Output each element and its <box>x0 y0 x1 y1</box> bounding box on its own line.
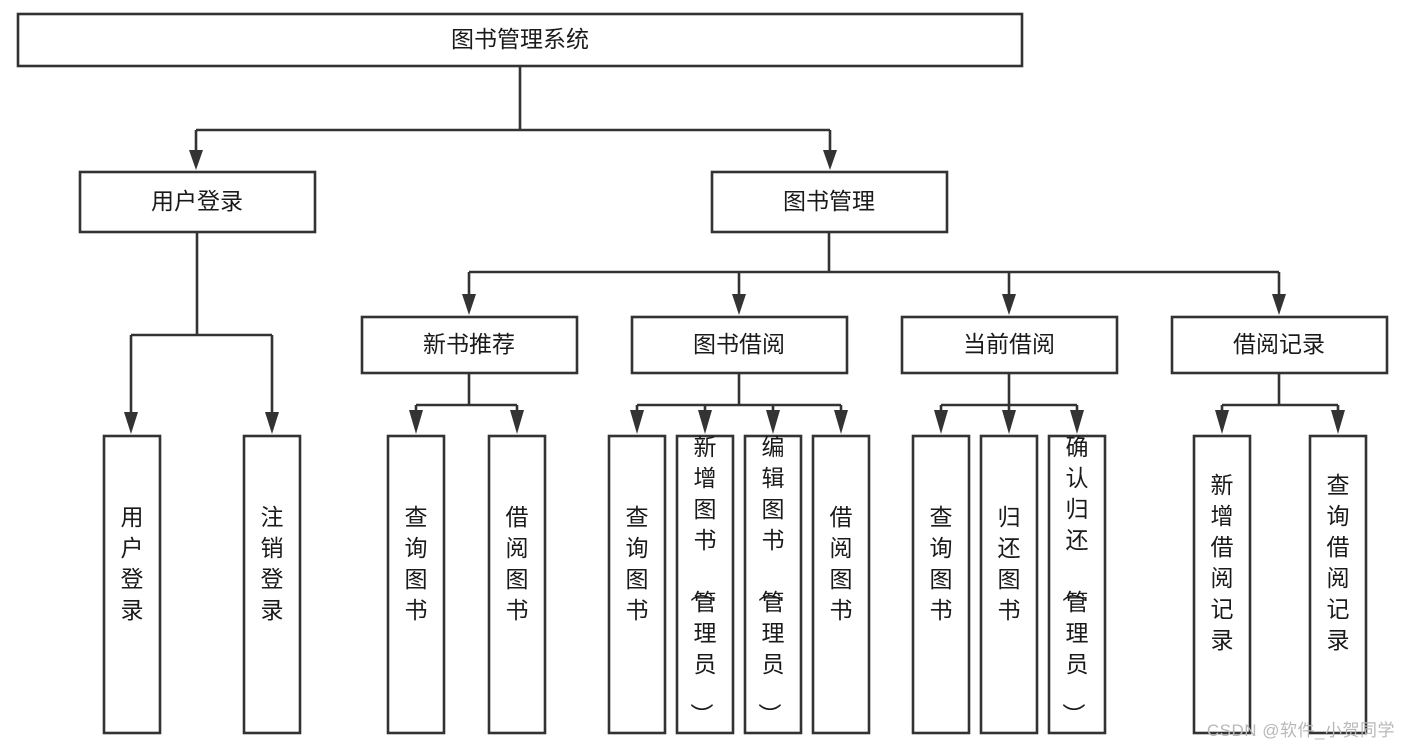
leaf-book-borrow-1[interactable]: 查询图书 <box>607 434 667 735</box>
leaf-current-borrow-2[interactable]: 归还图书 <box>979 434 1039 735</box>
leaf-book-borrow-2[interactable]: 新增图书（管理员） <box>675 434 735 735</box>
leaf-book-borrow-3-box[interactable] <box>743 434 803 735</box>
leaf-user-login-1-box[interactable] <box>102 434 162 735</box>
leaf-new-book-2[interactable]: 借阅图书 <box>487 434 547 735</box>
leaf-user-login-2[interactable]: 注销登录 <box>242 434 302 735</box>
arrow-head-leaf-user-login-1 <box>124 412 138 434</box>
node-current-borrow[interactable]: 当前借阅 <box>900 315 1119 375</box>
arrow-head-leaf-borrow-record-2 <box>1331 410 1345 434</box>
leaf-new-book-1-box[interactable] <box>386 434 446 735</box>
leaf-current-borrow-1-label: 查询图书 <box>930 504 953 623</box>
leaf-book-borrow-2-label: 新增图书（管理员） <box>689 434 717 726</box>
arrow-head-leaf-current-borrow-2 <box>1002 410 1016 434</box>
arrow-head-new-book <box>462 294 476 315</box>
leaf-borrow-record-1-box[interactable] <box>1192 434 1252 735</box>
leaf-borrow-record-1-label: 新增借阅记录 <box>1211 472 1234 653</box>
leaf-new-book-1[interactable]: 查询图书 <box>386 434 446 735</box>
leaf-new-book-2-label: 借阅图书 <box>506 504 529 623</box>
leaf-book-borrow-4-label: 借阅图书 <box>830 504 853 623</box>
arrow-head-leaf-current-borrow-1 <box>934 410 948 434</box>
node-borrow-record-box[interactable] <box>1170 315 1389 375</box>
arrow-head-leaf-book-borrow-3 <box>766 410 780 434</box>
arrow-head-leaf-new-book-2 <box>510 410 524 434</box>
node-borrow-record-label: 借阅记录 <box>1233 331 1325 357</box>
node-book-manage-box[interactable] <box>710 170 949 234</box>
leaf-current-borrow-2-box[interactable] <box>979 434 1039 735</box>
leaf-book-borrow-4-box[interactable] <box>811 434 871 735</box>
leaf-current-borrow-3-label: 确认归还（管理员） <box>1061 434 1089 726</box>
leaf-borrow-record-2-box[interactable] <box>1308 434 1368 735</box>
leaf-book-borrow-1-label: 查询图书 <box>626 504 649 623</box>
leaf-borrow-record-1[interactable]: 新增借阅记录 <box>1192 434 1252 735</box>
node-book-borrow-box[interactable] <box>630 315 849 375</box>
leaf-book-borrow-2-box[interactable] <box>675 434 735 735</box>
leaf-current-borrow-1-box[interactable] <box>911 434 971 735</box>
node-current-borrow-label: 当前借阅 <box>963 331 1055 357</box>
node-borrow-record[interactable]: 借阅记录 <box>1170 315 1389 375</box>
leaf-current-borrow-3-box[interactable] <box>1047 434 1107 735</box>
node-book-manage[interactable]: 图书管理 <box>710 170 949 234</box>
arrow-head-current-borrow <box>1002 294 1016 315</box>
leaf-user-login-2-box[interactable] <box>242 434 302 735</box>
node-root-label: 图书管理系统 <box>451 26 589 52</box>
node-book-borrow-label: 图书借阅 <box>693 331 785 357</box>
leaf-current-borrow-3[interactable]: 确认归还（管理员） <box>1047 434 1107 735</box>
arrow-head-book-manage <box>823 150 837 170</box>
leaf-user-login-1[interactable]: 用户登录 <box>102 434 162 735</box>
node-new-book-recommend-box[interactable] <box>360 315 579 375</box>
arrow-head-leaf-new-book-1 <box>409 410 423 434</box>
leaf-user-login-1-label: 用户登录 <box>121 504 144 623</box>
node-book-borrow[interactable]: 图书借阅 <box>630 315 849 375</box>
arrow-head-leaf-current-borrow-3 <box>1070 410 1084 434</box>
leaf-borrow-record-2[interactable]: 查询借阅记录 <box>1308 434 1368 735</box>
leaf-borrow-record-2-label: 查询借阅记录 <box>1327 472 1350 653</box>
leaf-book-borrow-1-box[interactable] <box>607 434 667 735</box>
leaf-book-borrow-4[interactable]: 借阅图书 <box>811 434 871 735</box>
leaf-new-book-1-label: 查询图书 <box>405 504 428 623</box>
node-user-login[interactable]: 用户登录 <box>78 170 317 234</box>
node-root-box[interactable] <box>16 12 1024 68</box>
node-user-login-label: 用户登录 <box>151 188 243 214</box>
arrow-head-book-borrow <box>732 294 746 315</box>
node-new-book-recommend[interactable]: 新书推荐 <box>360 315 579 375</box>
arrow-head-leaf-book-borrow-2 <box>698 410 712 434</box>
node-book-manage-label: 图书管理 <box>783 188 875 214</box>
arrow-head-user-login <box>189 150 203 170</box>
leaf-new-book-2-box[interactable] <box>487 434 547 735</box>
leaf-user-login-2-label: 注销登录 <box>261 504 284 623</box>
node-new-book-recommend-label: 新书推荐 <box>423 331 515 357</box>
arrow-head-leaf-borrow-record-1 <box>1215 410 1229 434</box>
arrow-head-borrow-record <box>1272 294 1286 315</box>
node-root[interactable]: 图书管理系统 <box>16 12 1024 68</box>
node-current-borrow-box[interactable] <box>900 315 1119 375</box>
arrow-head-leaf-book-borrow-4 <box>834 410 848 434</box>
arrow-head-leaf-book-borrow-1 <box>630 410 644 434</box>
leaf-book-borrow-3-label: 编辑图书（管理员） <box>757 434 785 726</box>
leaf-current-borrow-2-label: 归还图书 <box>998 504 1021 623</box>
leaf-current-borrow-1[interactable]: 查询图书 <box>911 434 971 735</box>
arrow-head-leaf-user-login-2 <box>265 412 279 434</box>
leaf-book-borrow-3[interactable]: 编辑图书（管理员） <box>743 434 803 735</box>
